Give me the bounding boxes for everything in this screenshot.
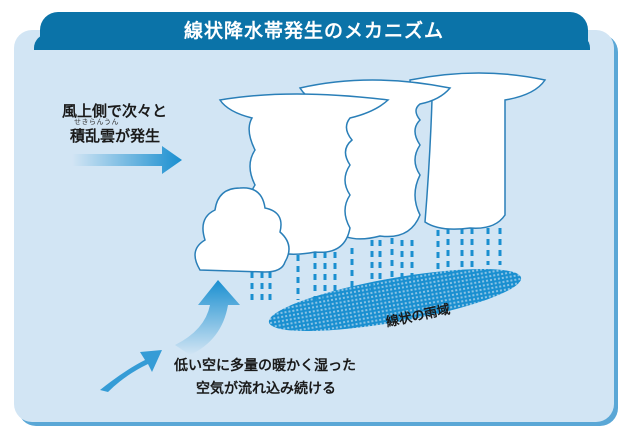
cumulonimbus-ruby: せきらんうん <box>74 118 119 126</box>
diagram-title: 線状降水帯発生のメカニズム <box>183 20 444 42</box>
rain-area-band <box>268 268 522 332</box>
inflow-label-line2: 空気が流れ込み続ける <box>196 381 336 397</box>
updraft-arrow-icon <box>175 280 240 355</box>
windward-label-line2: 積乱雲が発生 <box>70 127 161 145</box>
title-banner <box>40 12 588 50</box>
small-cumulus-cloud <box>194 187 290 273</box>
inflow-arrow-icon <box>100 350 162 392</box>
cumulonimbus-cloud-3 <box>409 72 547 230</box>
inflow-label-line1: 低い空に多量の暖かく湿った <box>174 358 356 374</box>
windward-label-line1: 風上側で次々と <box>62 102 168 120</box>
wind-arrow-icon <box>72 146 182 174</box>
rain-drops <box>250 228 502 305</box>
